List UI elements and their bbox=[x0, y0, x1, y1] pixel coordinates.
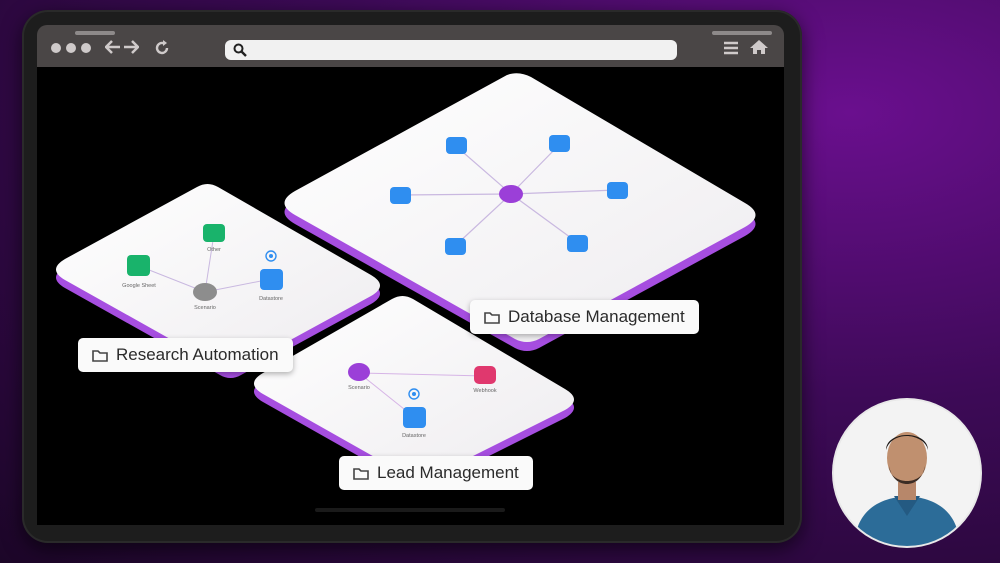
folder-card-research-automation[interactable]: Research Automation bbox=[78, 338, 293, 372]
database-node bbox=[445, 238, 466, 255]
toolbar-handle bbox=[75, 31, 115, 35]
presenter-avatar bbox=[834, 400, 980, 546]
folder-card-database-management[interactable]: Database Management bbox=[470, 300, 699, 334]
lead-scenario-node bbox=[348, 363, 370, 381]
presenter-webcam bbox=[834, 400, 980, 546]
node-label-datastore: Datastore bbox=[259, 296, 283, 302]
database-node bbox=[607, 182, 628, 199]
folder-card-lead-management[interactable]: Lead Management bbox=[339, 456, 533, 490]
google-sheet-node bbox=[127, 255, 150, 276]
window-dots bbox=[51, 43, 91, 53]
database-node bbox=[567, 235, 588, 252]
webhook-node bbox=[474, 366, 496, 384]
folder-title: Research Automation bbox=[116, 345, 279, 365]
research-scenario-node bbox=[193, 283, 217, 301]
reload-icon[interactable] bbox=[153, 39, 171, 60]
node-label-webhook: Webhook bbox=[473, 388, 496, 394]
node-label-lead-datastore: Datastore bbox=[402, 433, 426, 439]
folder-icon bbox=[92, 349, 108, 362]
node-label-scenario: Scenario bbox=[194, 305, 216, 311]
node-label-google-sheet: Google Sheet bbox=[122, 283, 156, 289]
folder-title: Database Management bbox=[508, 307, 685, 327]
browser-viewport: Other Google Sheet Scenario Datastore Sc… bbox=[37, 67, 784, 525]
home-icon[interactable] bbox=[749, 39, 769, 58]
lead-datastore-node bbox=[403, 407, 426, 428]
arrow-right-icon[interactable] bbox=[123, 39, 139, 57]
node-label-other: Other bbox=[207, 247, 221, 253]
database-scenario-node bbox=[499, 185, 523, 203]
folder-title: Lead Management bbox=[377, 463, 519, 483]
other-node bbox=[203, 224, 225, 242]
browser-toolbar bbox=[37, 25, 784, 67]
database-node bbox=[390, 187, 411, 204]
window-dot bbox=[66, 43, 76, 53]
node-label-lead-scenario: Scenario bbox=[348, 385, 370, 391]
toolbar-handle-right bbox=[712, 31, 772, 35]
tablet-home-indicator bbox=[315, 508, 505, 512]
search-icon bbox=[233, 43, 247, 57]
window-dot bbox=[51, 43, 61, 53]
research-datastore-node bbox=[260, 269, 283, 290]
database-node bbox=[446, 137, 467, 154]
database-node bbox=[549, 135, 570, 152]
folder-icon bbox=[353, 467, 369, 480]
folder-icon bbox=[484, 311, 500, 324]
address-bar[interactable] bbox=[225, 40, 677, 60]
window-dot bbox=[81, 43, 91, 53]
arrow-left-icon[interactable] bbox=[105, 39, 121, 57]
hamburger-menu-icon[interactable] bbox=[723, 40, 739, 58]
